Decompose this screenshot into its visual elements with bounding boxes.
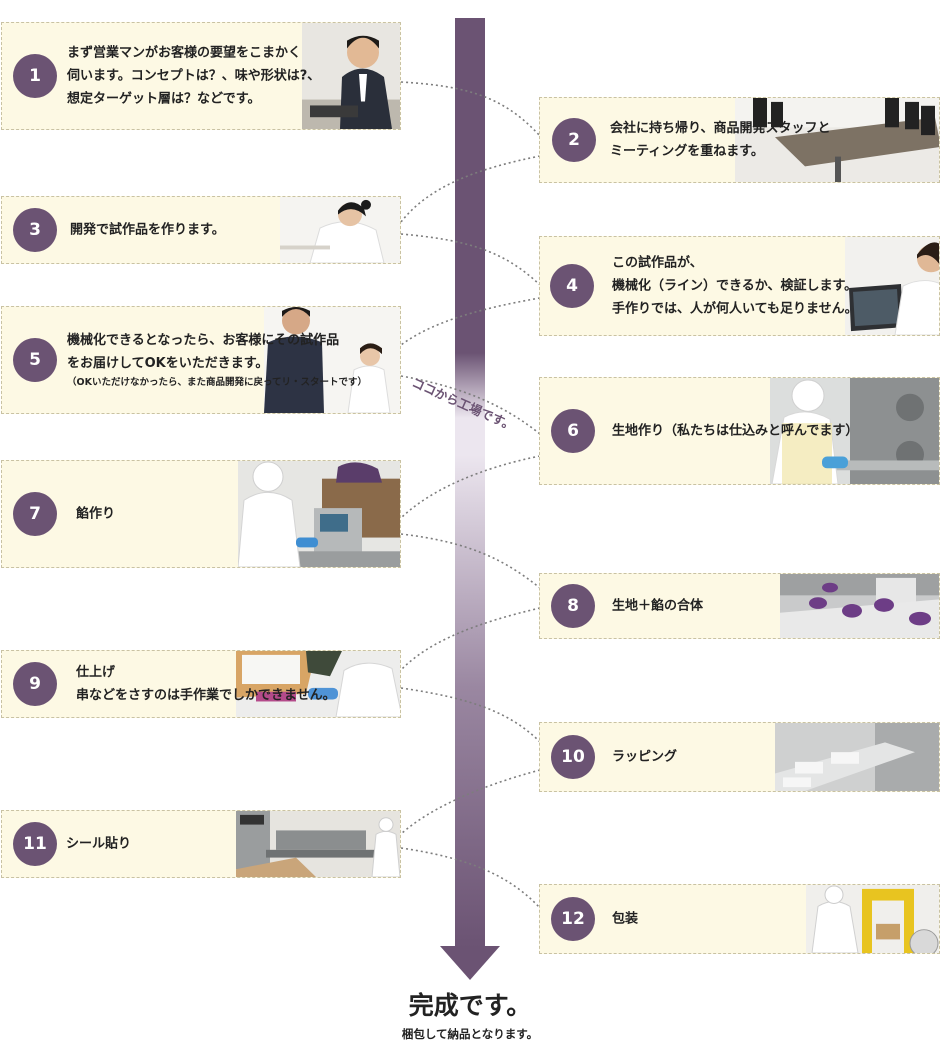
step-5-photo <box>264 307 400 413</box>
step-12: 12 包装 <box>539 884 940 954</box>
step-6-badge: 6 <box>551 409 595 453</box>
step-7-line-1: 餡作り <box>76 506 116 522</box>
step-1-line-2: 伺います。コンセプトは？、味や形状は?、 <box>67 68 321 84</box>
step-12-badge: 12 <box>551 897 595 941</box>
connector-7-8 <box>400 533 541 589</box>
step-11: 11 シール貼り <box>1 810 401 878</box>
step-2: 2 会社に持ち帰り、商品開発スタッフと ミーティングを重ねます。 <box>539 97 940 183</box>
step-6-photo <box>770 378 939 484</box>
step-4: 4 この試作品が、 機械化（ライン）できるか、検証します。 手作りでは、人が何人… <box>539 236 940 336</box>
step-1-text: まず営業マンがお客様の要望をこまかく 伺います。コンセプトは？、味や形状は?、 … <box>67 42 320 111</box>
step-8-text: 生地＋餡の合体 <box>612 595 703 618</box>
step-5-text: 機械化できるとなったら、お客様にその試作品 をお届けしてOKをいただきます。 （… <box>67 329 367 391</box>
step-11-photo <box>236 811 400 877</box>
step-9-text: 仕上げ 串などをさすのは手作業でしかできません。 <box>76 661 336 707</box>
step-2-line-1: 会社に持ち帰り、商品開発スタッフと <box>610 121 831 136</box>
step-10-line-1: ラッピング <box>612 749 678 765</box>
connector-1-2 <box>400 81 541 137</box>
step-1-line-3: 想定ターゲット層は？などです。 <box>67 91 261 107</box>
step-1: 1 まず営業マンがお客様の要望をこまかく 伺います。コンセプトは？、味や形状は?… <box>1 22 401 130</box>
step-5: 5 機械化できるとなったら、お客様にその試作品 をお届けしてOKをいただきます。… <box>1 306 401 414</box>
connector-11-12 <box>400 847 541 909</box>
connector-8-9 <box>400 607 541 671</box>
step-9: 9 仕上げ 串などをさすのは手作業でしかできません。 <box>1 650 401 718</box>
step-5-note: （OKいただけなかったら、また商品開発に戻ってリ・スタートです） <box>67 377 367 388</box>
connector-2-3 <box>400 155 541 223</box>
step-8-badge: 8 <box>551 584 595 628</box>
connector-9-10 <box>400 687 541 743</box>
step-12-line-1: 包装 <box>612 911 639 927</box>
step-7-text: 餡作り <box>76 503 115 526</box>
connector-6-7 <box>400 455 541 519</box>
step-10-text: ラッピング <box>612 746 677 769</box>
step-12-photo <box>806 885 939 953</box>
step-7-photo <box>238 461 400 567</box>
step-5-badge: 5 <box>13 338 57 382</box>
step-2-text: 会社に持ち帰り、商品開発スタッフと ミーティングを重ねます。 <box>610 117 830 163</box>
step-11-line-1: シール貼り <box>66 836 132 852</box>
completion-subtitle: 梱包して納品となります。 <box>401 1027 539 1041</box>
step-12-text: 包装 <box>612 908 638 931</box>
step-2-badge: 2 <box>552 118 596 162</box>
step-10: 10 ラッピング <box>539 722 940 792</box>
step-3-line-1: 開発で試作品を作ります。 <box>70 222 225 238</box>
step-9-badge: 9 <box>13 662 57 706</box>
step-5-line-2: をお届けしてOKをいただきます。 <box>67 356 269 371</box>
step-1-photo <box>302 23 400 129</box>
step-3-badge: 3 <box>13 208 57 252</box>
connector-10-11 <box>400 769 541 835</box>
step-4-line-3: 手作りでは、人が何人いても足りません。 <box>612 301 858 317</box>
step-8-line-1: 生地＋餡の合体 <box>612 598 704 614</box>
step-3-photo <box>280 197 400 263</box>
step-4-text: この試作品が、 機械化（ライン）できるか、検証します。 手作りでは、人が何人いて… <box>612 252 858 321</box>
step-9-photo <box>236 651 400 717</box>
step-6-text: 生地作り（私たちは仕込みと呼んでます） <box>612 420 858 443</box>
step-1-badge: 1 <box>13 54 57 98</box>
step-10-badge: 10 <box>551 735 595 779</box>
step-2-photo <box>735 98 939 182</box>
step-7-badge: 7 <box>13 492 57 536</box>
step-4-badge: 4 <box>550 264 594 308</box>
step-8-photo <box>780 574 939 638</box>
step-6: 6 生地作り（私たちは仕込みと呼んでます） <box>539 377 940 485</box>
step-3: 3 開発で試作品を作ります。 <box>1 196 401 264</box>
step-3-text: 開発で試作品を作ります。 <box>70 219 225 242</box>
step-7: 7 餡作り <box>1 460 401 568</box>
step-1-line-1: まず営業マンがお客様の要望をこまかく <box>67 45 302 61</box>
step-10-photo <box>775 723 939 791</box>
step-9-line-1: 仕上げ <box>76 665 116 680</box>
step-5-line-1: 機械化できるとなったら、お客様にその試作品 <box>67 333 340 348</box>
step-11-text: シール貼り <box>66 833 131 856</box>
step-6-line-1: 生地作り（私たちは仕込みと呼んでます） <box>612 423 859 439</box>
step-4-photo <box>845 237 939 335</box>
connector-3-4 <box>400 233 541 286</box>
step-2-line-2: ミーティングを重ねます。 <box>610 144 764 159</box>
step-4-line-2: 機械化（ライン）できるか、検証します。 <box>612 278 858 294</box>
step-9-line-2: 串などをさすのは手作業でしかできません。 <box>76 688 336 703</box>
completion-title: 完成です。 <box>408 991 532 1020</box>
step-11-badge: 11 <box>13 822 57 866</box>
step-8: 8 生地＋餡の合体 <box>539 573 940 639</box>
connector-4-5 <box>400 297 541 346</box>
step-4-line-1: この試作品が、 <box>612 255 703 271</box>
